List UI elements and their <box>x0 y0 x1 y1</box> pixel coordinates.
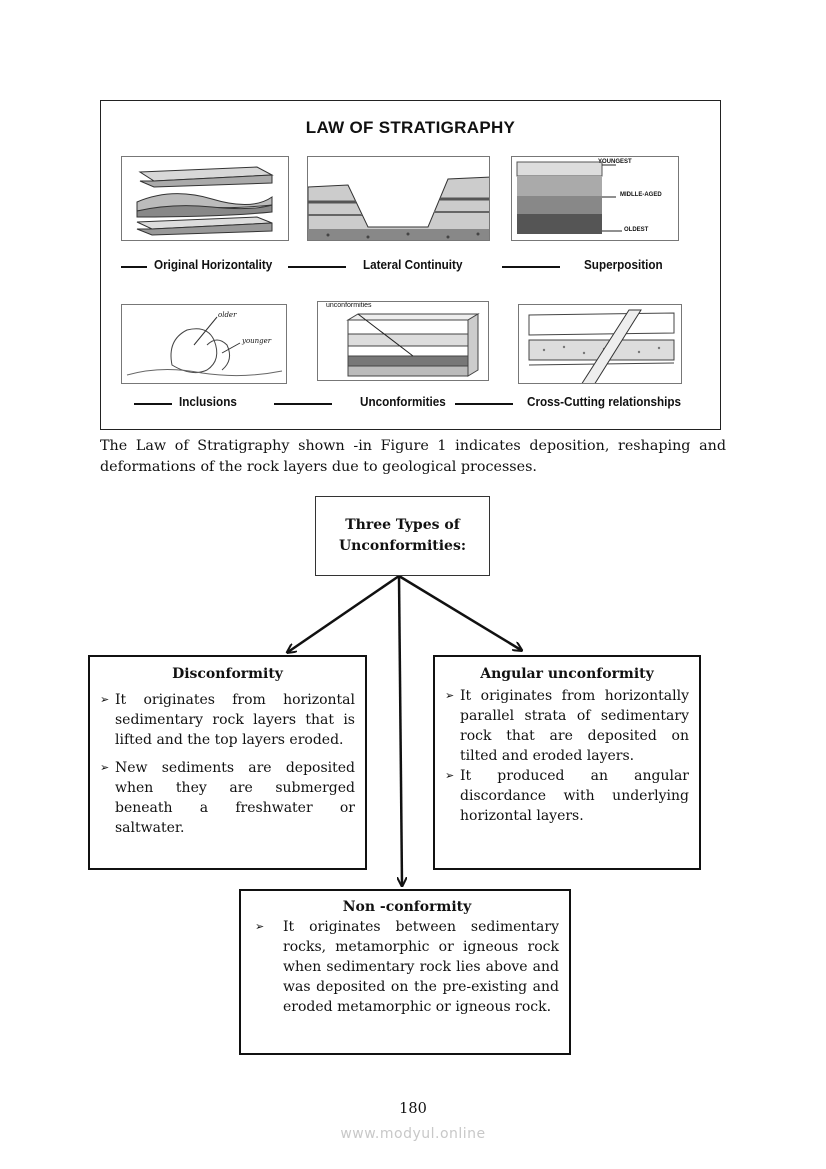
three-types-box: Three Types of Unconformities: <box>315 496 490 576</box>
nonconformity-box: Non -conformity ➢It originates between s… <box>239 889 571 1055</box>
label-unconformities: Unconformities <box>360 394 446 409</box>
disconformity-title: Disconformity <box>172 666 283 682</box>
cross-cutting-illustration <box>518 304 682 384</box>
arrow-to-nonconformity <box>399 575 402 885</box>
angular-unconformity-list: ➢It originates from horizontally paralle… <box>445 686 689 826</box>
list-item: ➢New sediments are deposited when they a… <box>100 760 355 836</box>
list-item: ➢It originates from horizontal sedimenta… <box>100 692 355 748</box>
angular-unconformity-title: Angular unconformity <box>480 666 654 682</box>
inclusions-illustration: older younger <box>121 304 287 384</box>
youngest-annotation: YOUNGEST <box>598 159 632 165</box>
lateral-continuity-illustration <box>307 156 490 241</box>
arrow-bullet-icon: ➢ <box>100 693 110 706</box>
watermark: www.modyul.online <box>340 1126 486 1142</box>
unconformities-annotation: unconformities <box>326 302 372 309</box>
arrow-bullet-icon: ➢ <box>255 920 265 933</box>
arrow-to-angular <box>398 574 521 650</box>
oldest-annotation: OLDEST <box>624 227 649 233</box>
law-of-stratigraphy-figure: LAW OF STRATIGRAPHY <box>100 100 721 430</box>
nonconformity-list: ➢It originates between sedimentary rocks… <box>255 917 559 1017</box>
figure-caption-paragraph: The Law of Stratigraphy shown -in Figure… <box>100 438 726 475</box>
arrow-bullet-icon: ➢ <box>445 689 455 702</box>
older-annotation: older <box>218 311 237 319</box>
page-number: 180 <box>399 1101 427 1117</box>
nonconformity-title: Non -conformity <box>342 899 472 915</box>
label-cross-cutting: Cross-Cutting relationships <box>527 394 682 409</box>
label-original-horizontality: Original Horizontality <box>154 257 273 272</box>
middle-aged-annotation: MIDLLE-AGED <box>620 192 662 198</box>
root-title-line1: Three Types of <box>345 517 460 533</box>
original-horizontality-illustration <box>121 156 289 241</box>
arrow-bullet-icon: ➢ <box>445 769 455 782</box>
younger-annotation: younger <box>242 337 272 345</box>
list-item: ➢It originates from horizontally paralle… <box>445 688 689 764</box>
root-title-line2: Unconformities: <box>338 538 467 554</box>
list-item: ➢It produced an angular discordance with… <box>445 768 689 824</box>
label-inclusions: Inclusions <box>179 394 237 409</box>
unconformities-illustration: unconformities <box>317 301 489 381</box>
disconformity-box: Disconformity ➢It originates from horizo… <box>88 655 367 870</box>
disconformity-list: ➢It originates from horizontal sedimenta… <box>100 690 355 838</box>
arrow-to-disconformity <box>288 574 400 652</box>
angular-unconformity-box: Angular unconformity ➢It originates from… <box>433 655 701 870</box>
list-item: ➢It originates between sedimentary rocks… <box>255 919 559 1015</box>
arrow-bullet-icon: ➢ <box>100 761 110 774</box>
label-superposition: Superposition <box>584 257 663 272</box>
figure-title: LAW OF STRATIGRAPHY <box>305 118 516 137</box>
superposition-illustration: YOUNGEST MIDLLE-AGED OLDEST <box>511 156 679 241</box>
label-lateral-continuity: Lateral Continuity <box>363 257 463 272</box>
